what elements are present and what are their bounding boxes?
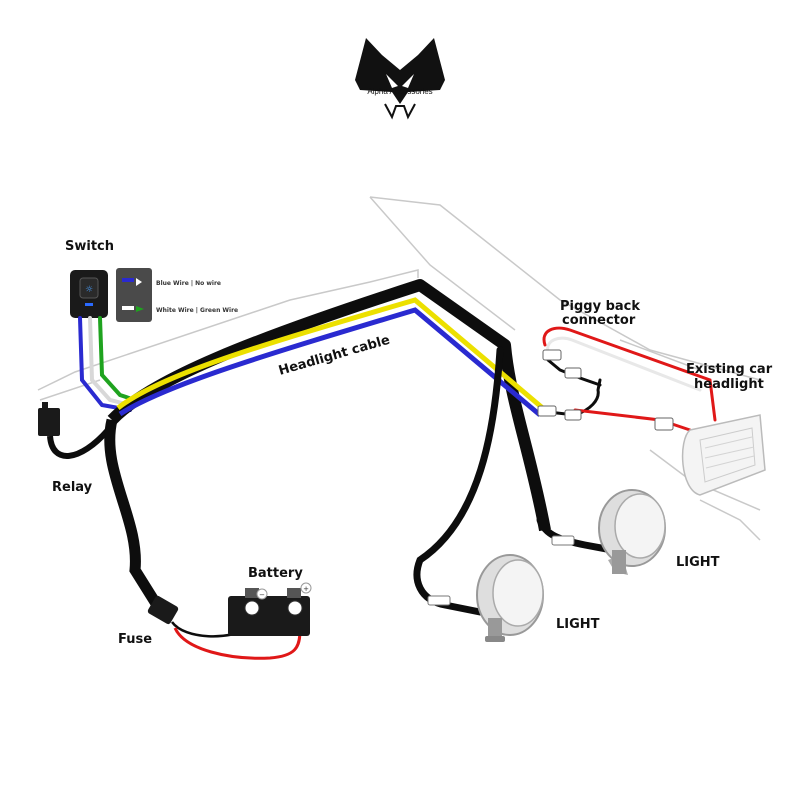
headlight-plug	[654, 417, 674, 431]
piggy-connector-low	[564, 409, 582, 421]
headlight-icon: ☼	[85, 285, 93, 295]
existing-headlight	[681, 414, 766, 496]
main-harness	[107, 279, 551, 532]
piggy-connector-mid	[564, 367, 582, 379]
blue-wire-note: Blue Wire | No wire	[156, 280, 221, 287]
switch-wires	[78, 316, 137, 412]
headlight-cable-yellow	[116, 297, 547, 412]
switch-label: Switch	[65, 239, 114, 254]
brand-logo: Alpha Accessories	[355, 38, 445, 120]
brand-name: Alpha Accessories	[367, 87, 432, 96]
switch: ☼	[70, 268, 152, 322]
battery: − +	[228, 582, 312, 636]
fuse-body	[147, 595, 179, 625]
plus-icon: +	[303, 585, 309, 593]
white-wire-note: White Wire | Green Wire	[156, 307, 238, 314]
wolf-head-logo-icon	[355, 38, 445, 104]
fuse-label: Fuse	[118, 632, 152, 647]
logo-eyes	[386, 74, 414, 88]
right-light-label: LIGHT	[676, 555, 720, 570]
red-positive-wire	[173, 627, 302, 660]
switch-back-panel	[116, 268, 152, 322]
minus-icon: −	[259, 591, 265, 599]
bottom-light	[476, 554, 544, 642]
switch-indicator	[85, 303, 93, 306]
battery-label: Battery	[248, 566, 303, 581]
relay-label: Relay	[52, 480, 93, 495]
bottom-light-label: LIGHT	[556, 617, 600, 632]
headlight-cable-blue	[118, 307, 542, 417]
harness-to-fuse	[104, 418, 165, 613]
right-light	[598, 489, 666, 575]
piggy-back-label-line2: connector	[562, 313, 636, 328]
relay-body	[38, 408, 60, 436]
car-outline	[37, 196, 761, 541]
right-light-connector	[551, 535, 575, 546]
harness-connector	[537, 405, 557, 417]
headlight-cable-label: Headlight cable	[277, 333, 392, 379]
bottom-light-connector	[427, 595, 451, 606]
piggy-connector-top	[542, 349, 562, 361]
existing-headlight-label-line1: Existing car	[686, 362, 773, 377]
piggy-back-wiring	[542, 326, 717, 432]
piggy-back-label-line1: Piggy back	[560, 299, 640, 314]
existing-headlight-label-line2: headlight	[694, 377, 764, 392]
relay	[38, 402, 111, 459]
logo-chin	[384, 103, 416, 120]
